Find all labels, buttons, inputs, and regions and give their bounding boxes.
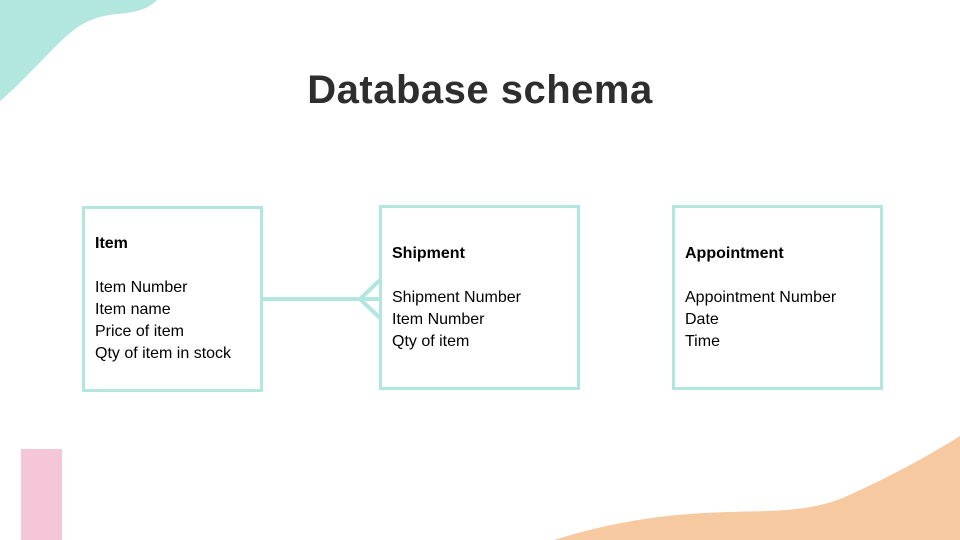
entity-attribute: Qty of item (392, 332, 470, 350)
entity-attribute: Item name (95, 301, 171, 318)
entity-attribute: Appointment Number (685, 288, 837, 306)
entity-box-appointment: Appointment Appointment Number Date Time (672, 205, 883, 390)
entity-attribute: Item Number (392, 310, 485, 328)
peach-blob-bottom-right (554, 436, 960, 540)
entity-box-shipment: Shipment Shipment Number Item Number Qty… (379, 205, 580, 390)
entity-attribute: Date (685, 310, 719, 328)
slide-title: Database schema (307, 68, 653, 112)
teal-blob-top-left (0, 0, 157, 101)
entity-name: Item (95, 235, 128, 252)
entity-box-item: Item Item Number Item name Price of item… (82, 206, 263, 392)
entity-attribute: Item Number (95, 279, 188, 296)
pink-rectangle-bottom-left (21, 449, 62, 540)
entity-attribute: Qty of item in stock (95, 345, 232, 362)
entity-name: Shipment (392, 244, 465, 262)
entity-attribute: Shipment Number (392, 288, 521, 306)
entity-name: Appointment (685, 244, 784, 262)
entity-attribute: Time (685, 332, 720, 350)
entity-attribute: Price of item (95, 323, 184, 340)
